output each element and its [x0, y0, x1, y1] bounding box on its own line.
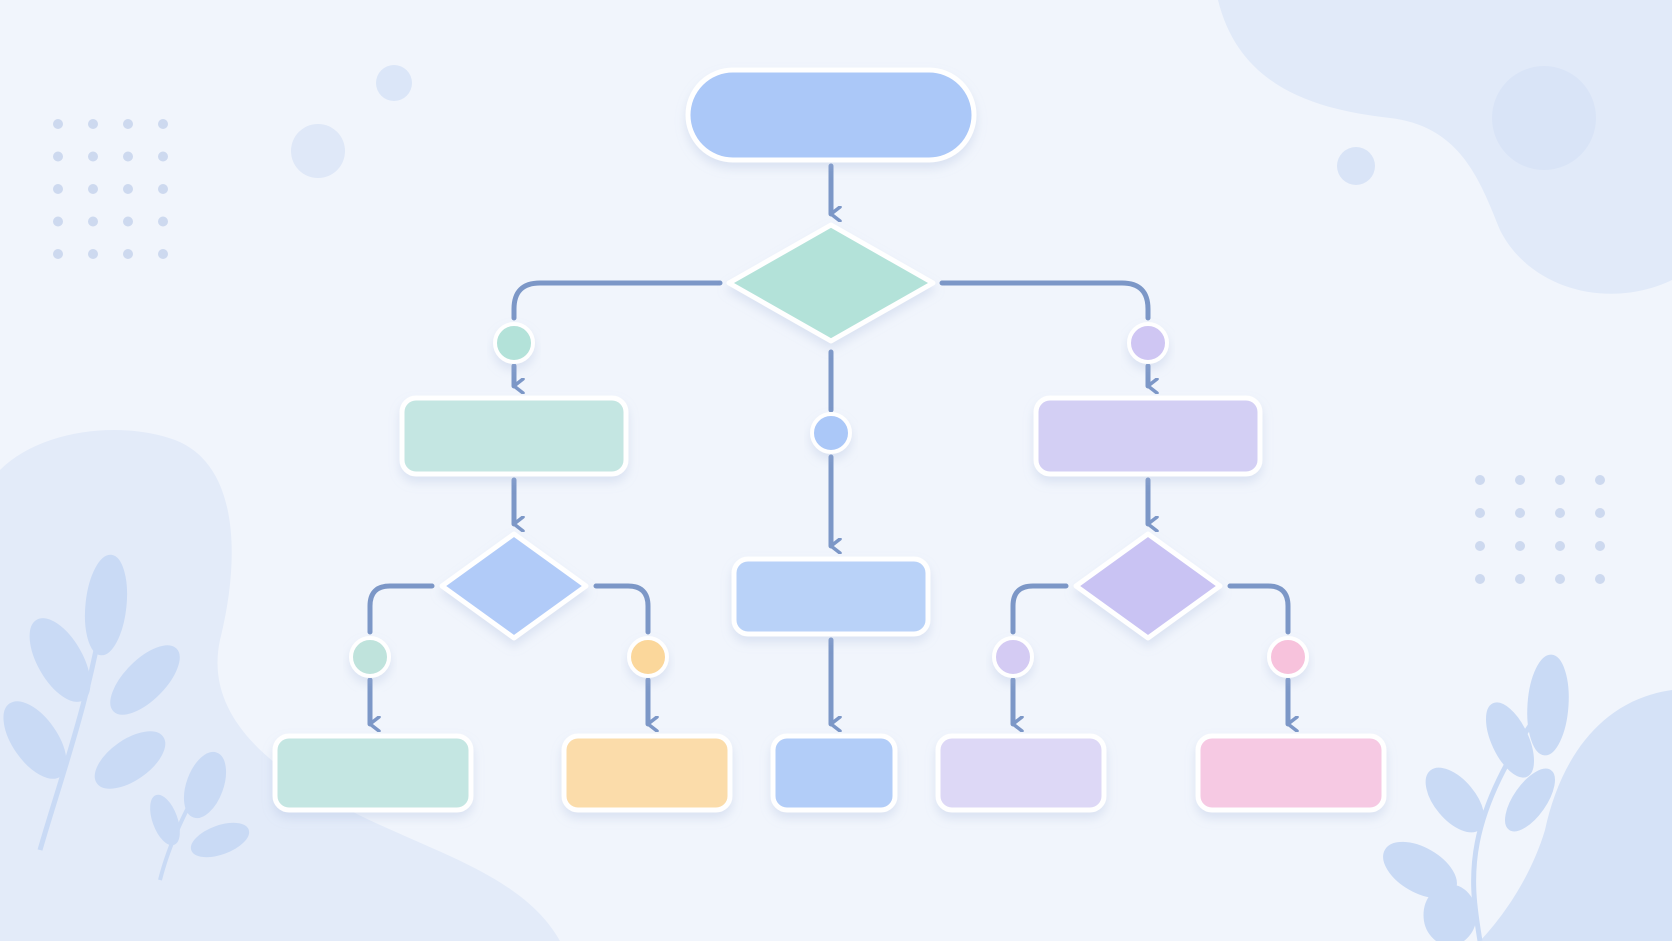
decor-dot — [1555, 508, 1565, 518]
decor-dot — [1475, 475, 1485, 485]
shapes — [272, 67, 1387, 813]
connector-line — [939, 280, 1151, 321]
decor-circle — [1492, 66, 1596, 170]
process-shape — [1195, 733, 1387, 813]
shape-decision-left — [439, 531, 589, 641]
shape-end-blue — [770, 733, 898, 813]
decor-dot — [1595, 508, 1605, 518]
connector-node — [493, 322, 535, 364]
connector-decision-right-to-pink — [1227, 583, 1291, 724]
shape-process-center — [731, 556, 931, 637]
connector-node — [810, 412, 852, 454]
decor-dot — [158, 151, 168, 162]
dot-grid-right — [1475, 475, 1605, 584]
process-shape — [731, 556, 931, 637]
decor-dot — [1515, 574, 1525, 584]
shape-start — [685, 67, 977, 163]
decor-dot — [123, 249, 133, 259]
decor-dot — [1475, 574, 1485, 584]
shape-process-left — [399, 395, 629, 477]
connector-decision-left-to-orange — [593, 583, 651, 724]
connector-line — [1227, 583, 1291, 635]
shape-end-pink — [1195, 733, 1387, 813]
decor-dot — [53, 151, 63, 162]
background-blob-bottom-right — [1480, 690, 1672, 941]
connectors — [367, 163, 1291, 724]
decor-dot — [88, 216, 98, 227]
process-shape — [561, 733, 733, 813]
decor-dot — [158, 184, 168, 194]
decor-dot — [53, 216, 63, 227]
decor-dot — [53, 249, 63, 259]
connector-nodes — [349, 322, 1309, 678]
decor-dot — [1515, 508, 1525, 518]
dot-grid-left — [53, 119, 168, 259]
shape-end-green — [272, 733, 474, 813]
decor-dot — [88, 151, 98, 162]
decor-dot — [123, 184, 133, 194]
decision-shape — [726, 222, 936, 344]
decor-dot — [158, 119, 168, 129]
decor-dot — [1595, 475, 1605, 485]
decor-dot — [158, 249, 168, 259]
shape-process-right — [1033, 395, 1263, 477]
decor-dot — [123, 151, 133, 162]
connector-decision-right-to-lavender — [1010, 583, 1069, 724]
decision-shape — [439, 531, 589, 641]
process-shape — [399, 395, 629, 477]
decor-dot — [53, 119, 63, 129]
background-blob-top-right — [1218, 0, 1672, 294]
connector-decision-main-to-left — [511, 280, 723, 386]
decor-dot — [1515, 541, 1525, 551]
decor-dot — [1475, 508, 1485, 518]
decor-dot — [1555, 541, 1565, 551]
leaf-branch-left — [3, 554, 250, 881]
decor-dot — [53, 184, 63, 194]
decor-dot — [123, 119, 133, 129]
shape-decision-main — [726, 222, 936, 344]
connector-node — [627, 636, 669, 678]
connector-line — [593, 583, 651, 635]
shape-end-lavender — [935, 733, 1107, 813]
connector-line — [367, 583, 435, 635]
process-shape — [770, 733, 898, 813]
decor-circle — [291, 124, 345, 178]
decor-dot — [1515, 475, 1525, 485]
decor-dot — [123, 216, 133, 227]
decor-dot — [1595, 574, 1605, 584]
decor-dot — [88, 184, 98, 194]
process-shape — [272, 733, 474, 813]
decor-circle — [376, 65, 412, 101]
background-blob-left — [0, 430, 560, 941]
connector-decision-left-to-green — [367, 583, 435, 724]
decor-dot — [1555, 475, 1565, 485]
shape-end-orange — [561, 733, 733, 813]
leaf-branch-right — [1383, 654, 1569, 941]
decor-dot — [88, 119, 98, 129]
shape-decision-right — [1073, 531, 1223, 641]
decor-dot — [1555, 574, 1565, 584]
connector-node — [349, 636, 391, 678]
process-shape — [1033, 395, 1263, 477]
decor-dot — [88, 249, 98, 259]
terminator-shape — [685, 67, 977, 163]
decor-circle — [1337, 147, 1375, 185]
connector-decision-main-to-right — [939, 280, 1151, 386]
connector-node — [992, 636, 1034, 678]
connector-node — [1267, 636, 1309, 678]
decor-dot — [1595, 541, 1605, 551]
connector-line — [1010, 583, 1069, 635]
decor-dot — [1475, 541, 1485, 551]
decision-shape — [1073, 531, 1223, 641]
decor-dot — [158, 216, 168, 227]
process-shape — [935, 733, 1107, 813]
connector-node — [1127, 322, 1169, 364]
connector-line — [511, 280, 723, 321]
